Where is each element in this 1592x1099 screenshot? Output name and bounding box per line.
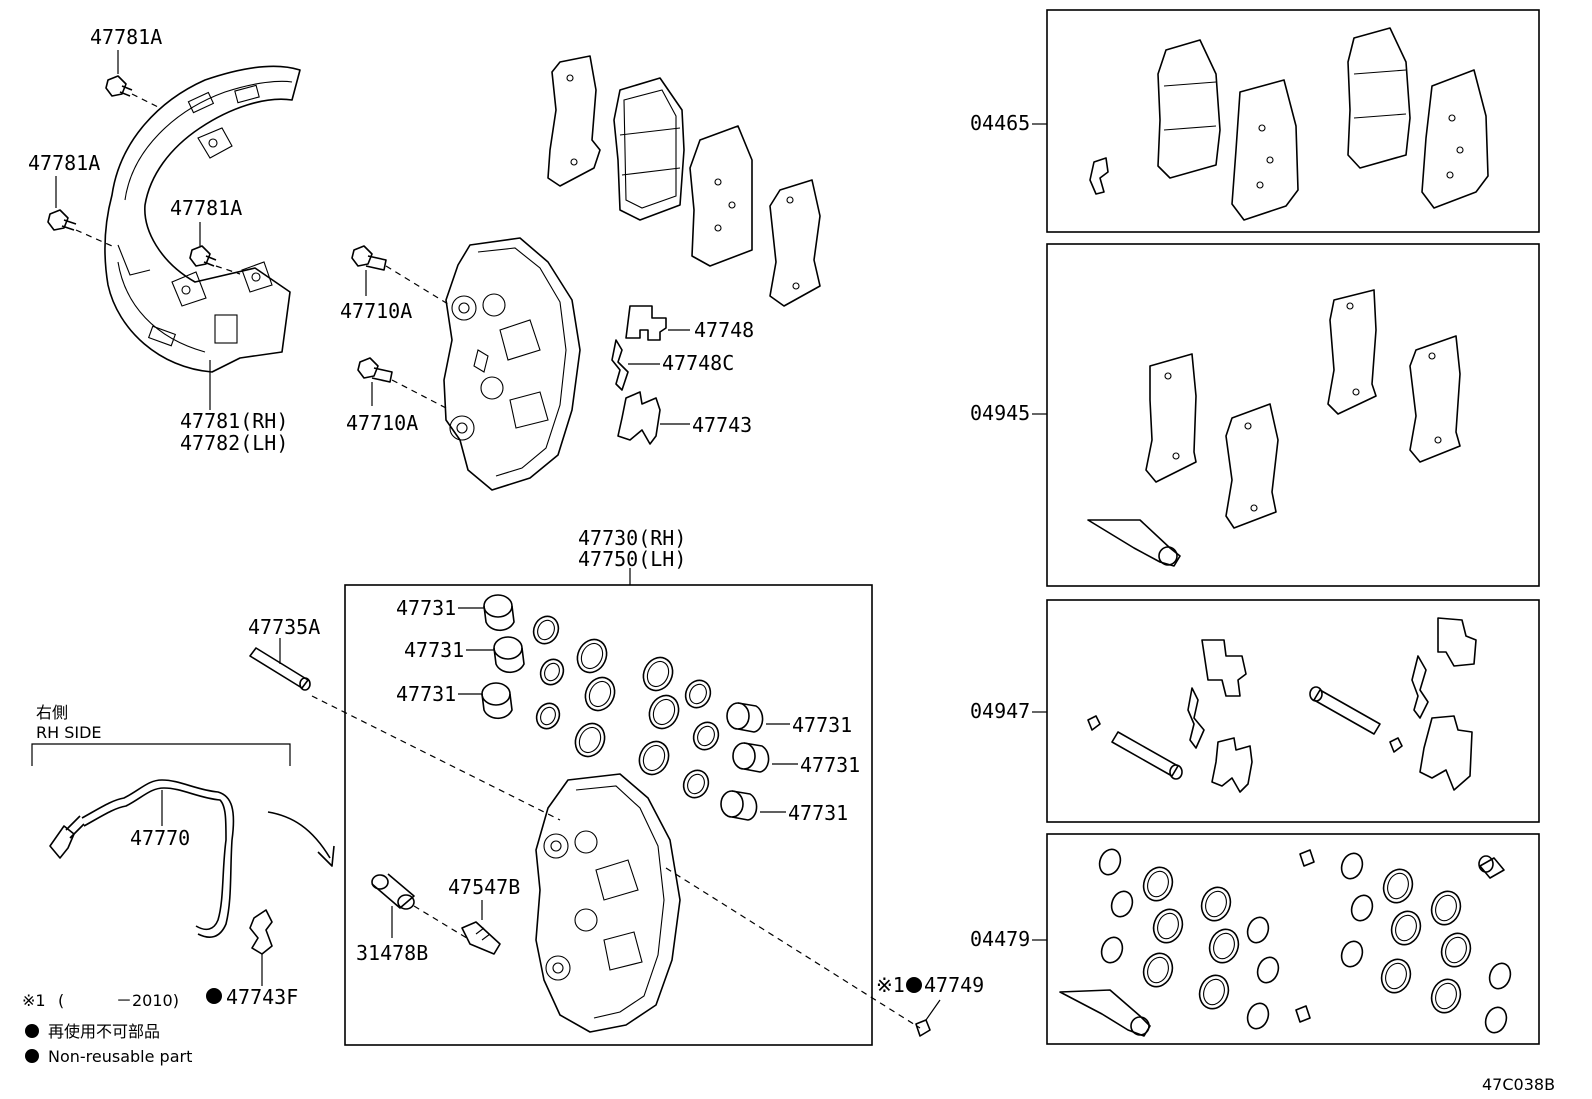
kit-box-04945 [1046, 243, 1540, 587]
pad-2 [613, 77, 685, 221]
bolt-47781a-1 [105, 75, 161, 109]
legend-non-reusable-en: Non-reusable part [48, 1047, 192, 1066]
label-47781rh: 47781(RH) [180, 409, 288, 433]
kit-box-04479 [1046, 833, 1540, 1045]
label-kit-04947: 04947 [970, 699, 1030, 723]
label-kit-04479: 04479 [970, 927, 1030, 951]
label-47730rh: 47730(RH) [578, 526, 686, 550]
label-47781a-1: 47781A [90, 25, 162, 49]
pad-3 [689, 125, 753, 267]
pad-shim-4 [769, 179, 821, 307]
legend-non-reusable-jp: 再使用不可部品 [48, 1022, 160, 1041]
non-reusable-dot-47743f [206, 988, 222, 1004]
label-kit-04465: 04465 [970, 111, 1030, 135]
clip-47748 [625, 305, 690, 341]
kit-box-04947 [1046, 599, 1540, 823]
rh-side-bracket [31, 743, 291, 766]
piston-47731-5 [732, 742, 798, 773]
sensor-47770 [49, 779, 235, 938]
caliper-assembly-box [344, 584, 873, 1046]
piston-47731-1 [458, 594, 515, 632]
kit-box-04465 [1046, 9, 1540, 233]
bolt-47781a-3 [189, 245, 241, 275]
caliper-lower [535, 773, 681, 1033]
figure-id: 47C038B [1482, 1075, 1555, 1094]
label-47731-6: 47731 [788, 801, 848, 825]
pad-shim-1 [547, 55, 601, 187]
kit-04465-pads [1089, 27, 1489, 221]
curved-arrow [267, 811, 331, 859]
label-47710a-2: 47710A [346, 411, 418, 435]
label-31478b: 31478B [356, 941, 428, 965]
label-47748c: 47748C [662, 351, 734, 375]
label-47731-3: 47731 [396, 682, 456, 706]
label-47710a-1: 47710A [340, 299, 412, 323]
note1-mark: ※1 [22, 991, 46, 1010]
piston-47731-2 [466, 636, 525, 674]
bolt-47710a-1 [351, 245, 449, 305]
clip-47743 [617, 391, 690, 445]
clip-47749 [915, 999, 941, 1037]
clip-47743f [249, 909, 273, 986]
pin-47735a [249, 638, 921, 1029]
legend-bullet-en [25, 1049, 39, 1063]
label-47735a: 47735A [248, 615, 320, 639]
label-47748: 47748 [694, 318, 754, 342]
label-47731-2: 47731 [404, 638, 464, 662]
kit-04945-shims [1087, 289, 1461, 567]
label-47731-5: 47731 [800, 753, 860, 777]
sleeve-31478b [371, 873, 471, 941]
legend-bullet-jp [25, 1024, 39, 1038]
curved-arrow-head [317, 845, 335, 867]
label-47743: 47743 [692, 413, 752, 437]
label-47770: 47770 [130, 826, 190, 850]
label-47749: 47749 [924, 973, 984, 997]
note1-range: －2010) [116, 991, 179, 1010]
label-47781a-3: 47781A [170, 196, 242, 220]
note1-paren-open: ( [58, 991, 64, 1010]
dust-shield-47781 [104, 65, 301, 373]
label-47782lh: 47782(LH) [180, 431, 288, 455]
piston-47731-3 [458, 682, 513, 720]
label-47743f: 47743F [226, 985, 298, 1009]
label-47749-note-mark: ※1 [876, 973, 905, 997]
bolt-47781a-2 [47, 209, 113, 247]
label-47750lh: 47750(LH) [578, 547, 686, 571]
caliper-upper [443, 237, 581, 491]
kit-04947-clips-pins [1087, 617, 1477, 793]
bleeder-47547b [461, 900, 501, 955]
piston-47731-6 [720, 790, 786, 821]
piston-47731-4 [726, 702, 790, 733]
kit-04479-seals [1059, 848, 1512, 1037]
label-47731-1: 47731 [396, 596, 456, 620]
seal-rings [532, 615, 720, 799]
label-47781a-2: 47781A [28, 151, 100, 175]
clip-47748c [611, 339, 660, 391]
label-47731-4: 47731 [792, 713, 852, 737]
label-47547b: 47547B [448, 875, 520, 899]
side-label-jp: 右側 [36, 703, 68, 722]
label-kit-04945: 04945 [970, 401, 1030, 425]
side-label-en: RH SIDE [36, 723, 102, 742]
bolt-47710a-2 [357, 357, 447, 409]
non-reusable-dot-47749 [906, 977, 922, 993]
